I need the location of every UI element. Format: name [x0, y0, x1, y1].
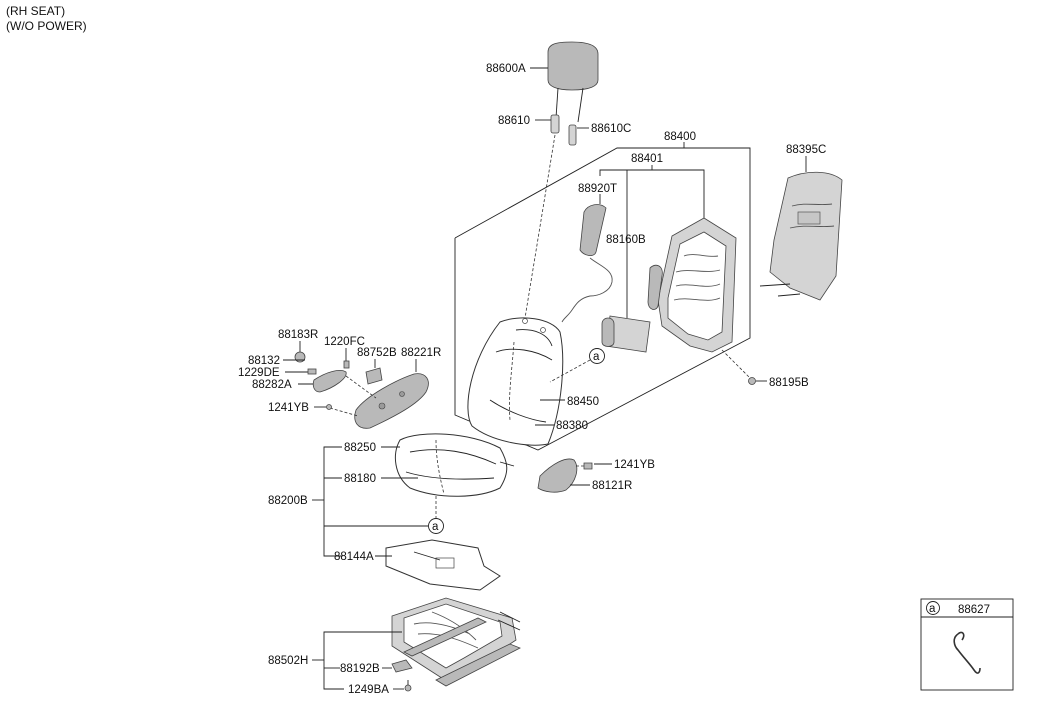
- seat-cushion[interactable]: [394, 433, 515, 497]
- screw-1241YB-right[interactable]: [583, 462, 593, 470]
- label-88610: 88610: [498, 115, 530, 127]
- wiring-harness: [561, 257, 613, 323]
- label-88183R: 88183R: [278, 329, 318, 341]
- label-1249BA: 1249BA: [348, 684, 389, 696]
- label-88160B: 88160B: [606, 234, 646, 246]
- label-88380: 88380: [556, 420, 588, 432]
- label-1220FC: 1220FC: [324, 336, 365, 348]
- callout-a-back: [589, 348, 605, 364]
- seat-cushion-frame[interactable]: [391, 597, 521, 687]
- seat-back-frame[interactable]: [647, 217, 737, 353]
- label-88192B: 88192B: [340, 663, 380, 675]
- seat-back-assembly-boundary: [454, 147, 751, 451]
- side-airbag-module[interactable]: [579, 204, 607, 256]
- label-88200B: 88200B: [268, 495, 308, 507]
- headrest-guide-right[interactable]: [568, 124, 577, 146]
- wire-clip-88627[interactable]: [953, 631, 981, 674]
- headrest-part[interactable]: [547, 41, 599, 123]
- label-88282A: 88282A: [252, 379, 292, 391]
- header-without-power: (W/O POWER): [6, 19, 87, 33]
- screw-1241YB-left[interactable]: [326, 404, 332, 410]
- label-1241YB-right: 1241YB: [614, 459, 655, 471]
- bracket-88200B: [323, 446, 342, 557]
- label-88752B: 88752B: [357, 347, 397, 359]
- side-cover-88121R[interactable]: [537, 458, 578, 493]
- callout-a-cushion: [428, 518, 444, 534]
- label-88132: 88132: [248, 355, 280, 367]
- label-88180: 88180: [344, 473, 376, 485]
- knob-88183R[interactable]: [294, 351, 306, 363]
- label-88144A: 88144A: [334, 551, 374, 563]
- label-88610C: 88610C: [591, 123, 631, 135]
- bracket-88502H: [323, 631, 402, 690]
- label-1241YB-left: 1241YB: [268, 402, 309, 414]
- bolt-1249BA[interactable]: [404, 680, 412, 692]
- label-88121R: 88121R: [592, 480, 632, 492]
- screw-1229DE[interactable]: [307, 368, 317, 375]
- callout-box-88627: [920, 598, 1014, 691]
- callout-box-letter: a: [929, 603, 936, 615]
- label-88400: 88400: [664, 131, 696, 143]
- label-88221R: 88221R: [401, 347, 441, 359]
- label-88395C: 88395C: [786, 144, 826, 156]
- label-88502H: 88502H: [268, 655, 308, 667]
- label-88401: 88401: [631, 153, 663, 165]
- recliner-handle-88282A[interactable]: [312, 370, 347, 393]
- label-88195B: 88195B: [769, 377, 809, 389]
- lumbar-support-pad[interactable]: [601, 315, 651, 353]
- callout-a-back-letter: a: [593, 351, 600, 363]
- seat-sensor-mat[interactable]: [385, 539, 501, 591]
- label-1229DE: 1229DE: [238, 367, 280, 379]
- label-88250: 88250: [344, 442, 376, 454]
- callout-a-cushion-letter: a: [432, 521, 439, 533]
- header-rh-seat: (RH SEAT): [6, 4, 66, 18]
- label-88627: 88627: [958, 604, 990, 616]
- bracket-88192B[interactable]: [391, 659, 413, 673]
- label-88600A: 88600A: [486, 63, 526, 75]
- label-88450: 88450: [567, 396, 599, 408]
- headrest-guide-left[interactable]: [550, 114, 560, 134]
- bolt-88195B[interactable]: [748, 377, 756, 385]
- lever-88752B[interactable]: [365, 367, 383, 385]
- label-88920T: 88920T: [578, 183, 617, 195]
- screw-1220FC[interactable]: [343, 360, 350, 369]
- seat-back-cover[interactable]: [467, 317, 564, 446]
- seat-back-rear-panel[interactable]: [759, 171, 843, 301]
- side-shield-88221R[interactable]: [354, 373, 429, 429]
